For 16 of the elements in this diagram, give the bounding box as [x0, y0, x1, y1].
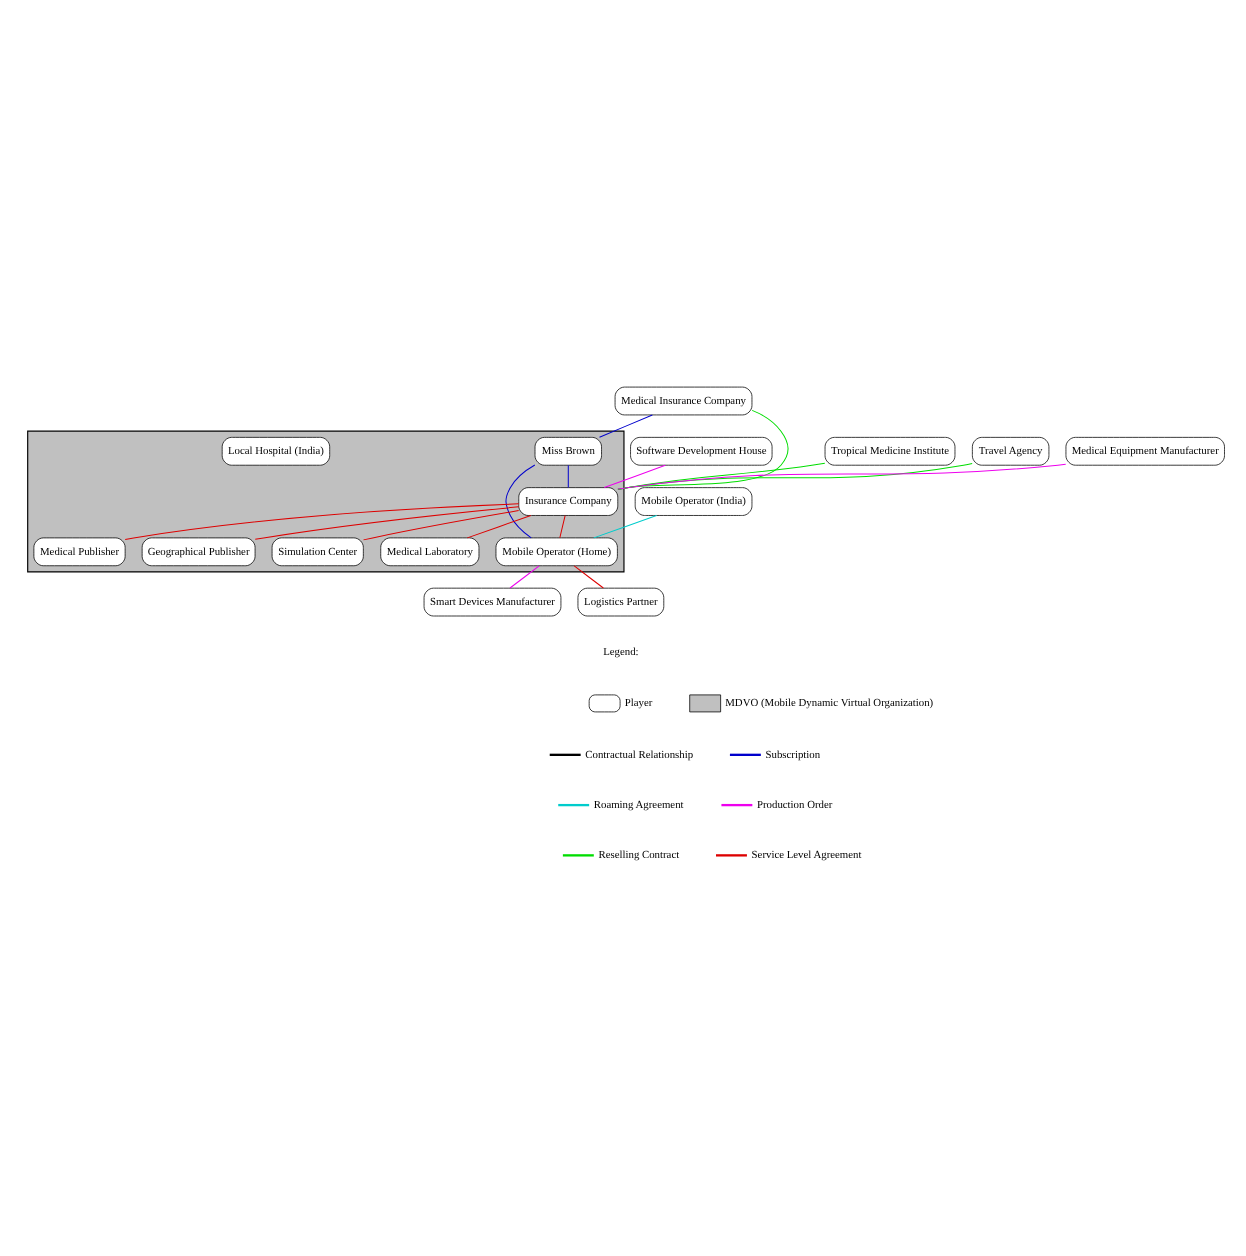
connector — [567, 464, 569, 488]
connector — [617, 462, 973, 490]
connector — [254, 506, 520, 540]
connector — [559, 515, 566, 539]
connector — [124, 503, 520, 540]
connector — [505, 464, 536, 539]
cluster — [27, 430, 625, 573]
connector — [573, 565, 604, 589]
connector — [363, 510, 520, 541]
connector — [617, 463, 1067, 490]
connector — [617, 409, 789, 490]
connector — [593, 515, 658, 539]
connector — [466, 515, 532, 539]
connector — [509, 565, 540, 589]
connector — [617, 462, 826, 490]
connector — [603, 464, 666, 489]
